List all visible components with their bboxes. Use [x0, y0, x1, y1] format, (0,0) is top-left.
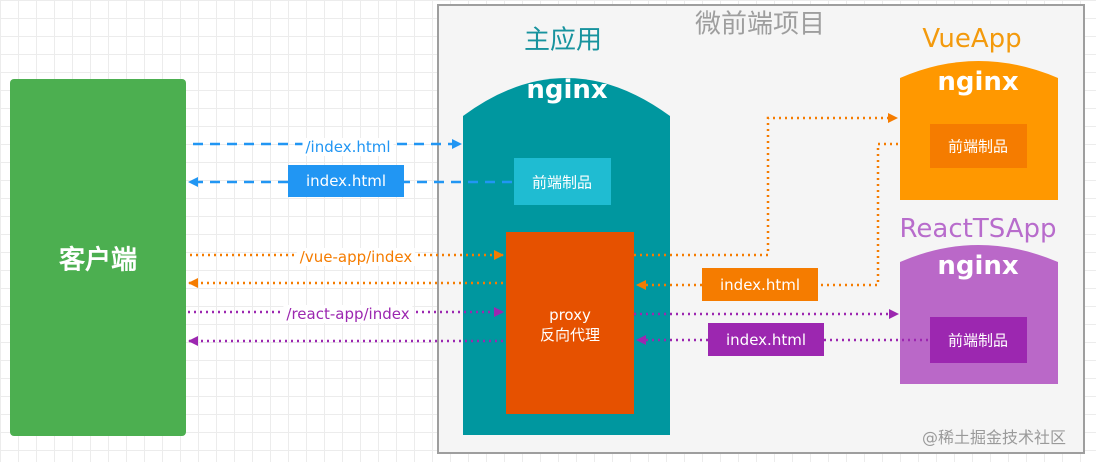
res-react-label-box: [708, 323, 824, 356]
vue-to-proxy-arrow-a: [818, 142, 898, 287]
vue-artifact-box: [930, 124, 1027, 168]
client-box: [10, 79, 186, 436]
react-artifact-box: [930, 317, 1027, 363]
proxy-to-vue-arrow: [634, 113, 898, 257]
main-artifact-box: [514, 158, 611, 205]
res-index-label-box: [288, 165, 404, 197]
react-app-shape: [900, 245, 1058, 384]
res-vue-label-box: [702, 268, 818, 301]
proxy-box: [506, 232, 634, 414]
